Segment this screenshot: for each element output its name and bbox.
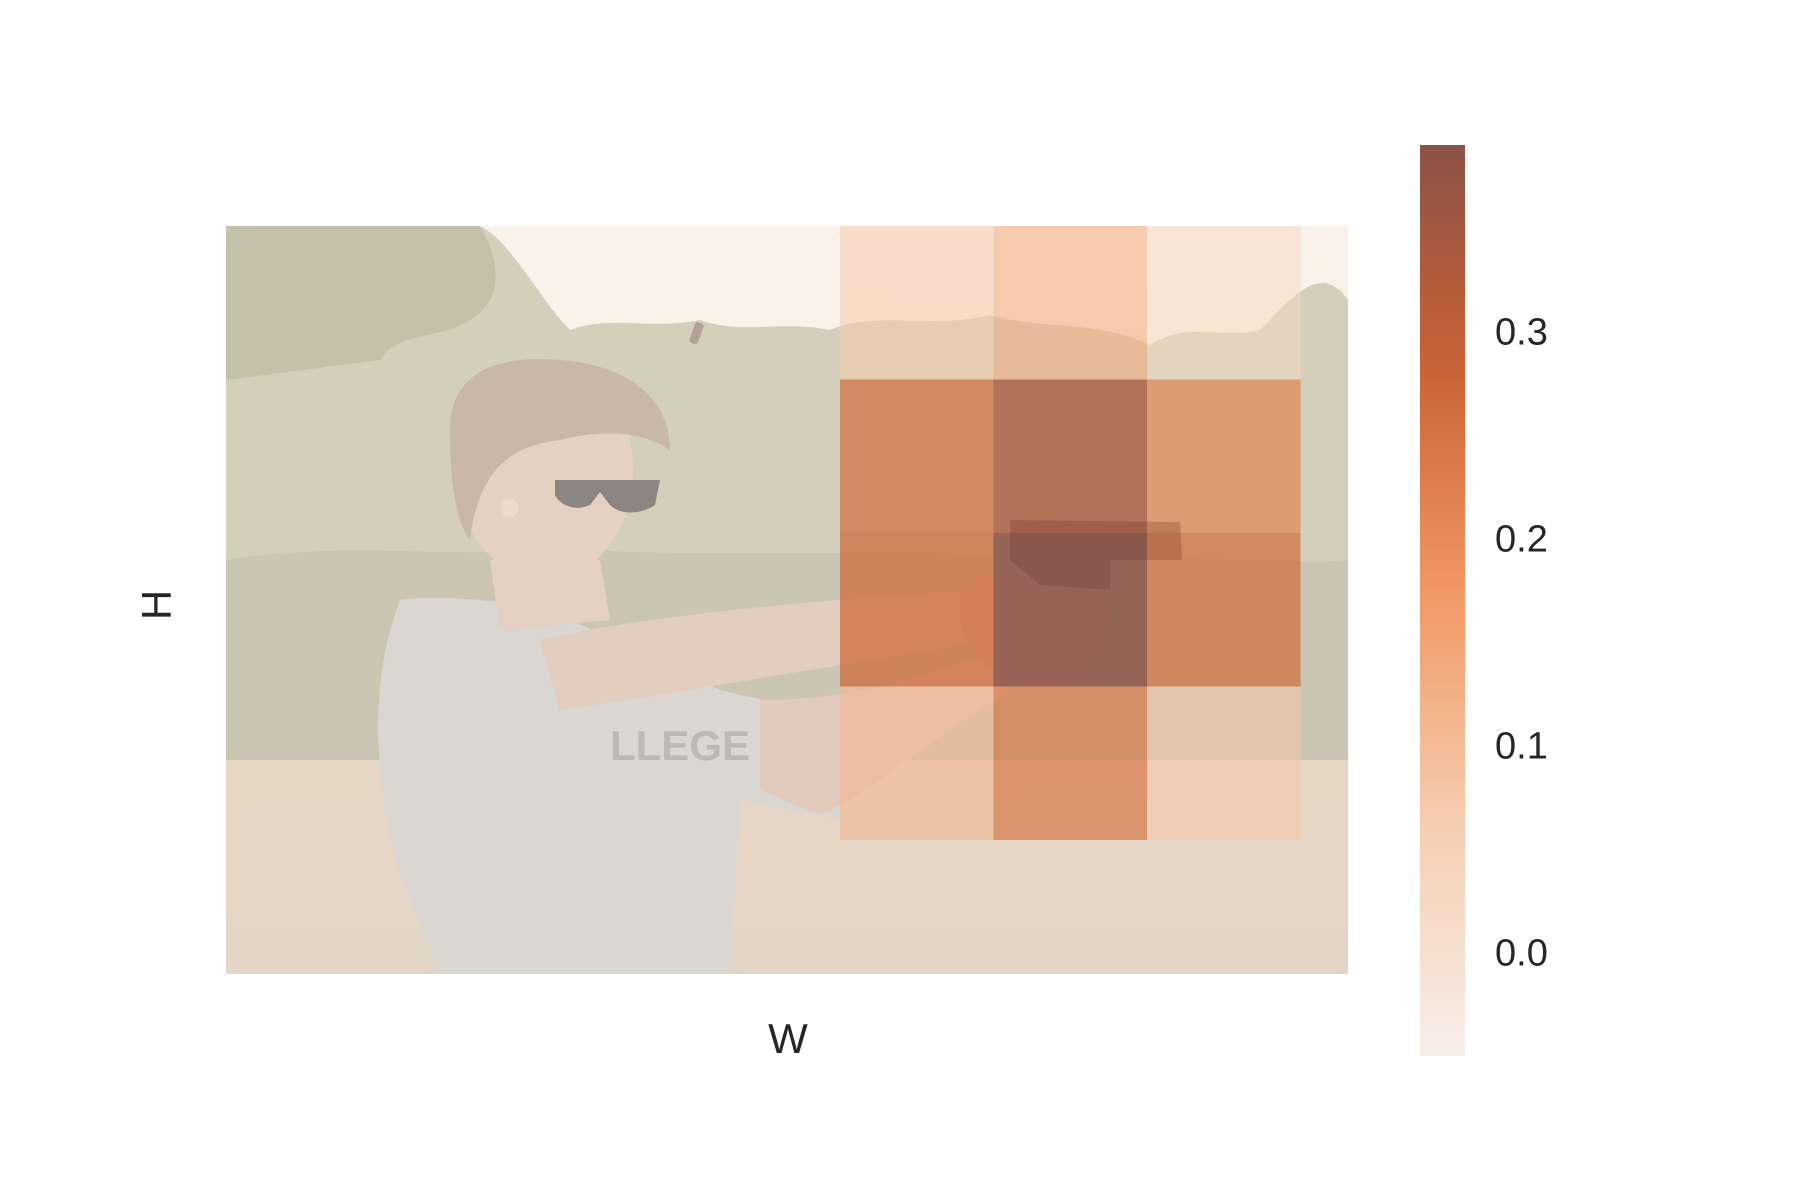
colorbar: 0.0 0.1 0.2 0.3 bbox=[1420, 145, 1548, 1056]
colorbar-ticks: 0.0 0.1 0.2 0.3 bbox=[1495, 311, 1548, 974]
heatmap-cell bbox=[993, 226, 1147, 380]
heatmap-cell bbox=[993, 686, 1147, 840]
y-axis-label: H bbox=[133, 590, 180, 620]
heatmap-cell bbox=[840, 226, 994, 380]
colorbar-tick-label: 0.2 bbox=[1495, 518, 1548, 560]
colorbar-tick-label: 0.1 bbox=[1495, 725, 1548, 767]
heatmap-cell bbox=[1147, 226, 1301, 380]
heatmap-cell bbox=[993, 379, 1147, 533]
heatmap-cells bbox=[840, 226, 1301, 840]
colorbar-tick-label: 0.3 bbox=[1495, 311, 1548, 353]
heatmap-cell bbox=[840, 686, 994, 840]
x-axis-label: W bbox=[768, 1015, 808, 1062]
heatmap-cell bbox=[1147, 379, 1301, 533]
heatmap-cell bbox=[840, 533, 994, 687]
heatmap-cell bbox=[1147, 686, 1301, 840]
heatmap-cell bbox=[993, 533, 1147, 687]
colorbar-tick-label: 0.0 bbox=[1495, 932, 1548, 974]
colorbar-gradient bbox=[1420, 145, 1465, 1056]
heatmap-cell bbox=[1147, 533, 1301, 687]
svg-text:LLEGE: LLEGE bbox=[610, 722, 750, 769]
heatmap-cell bbox=[840, 379, 994, 533]
